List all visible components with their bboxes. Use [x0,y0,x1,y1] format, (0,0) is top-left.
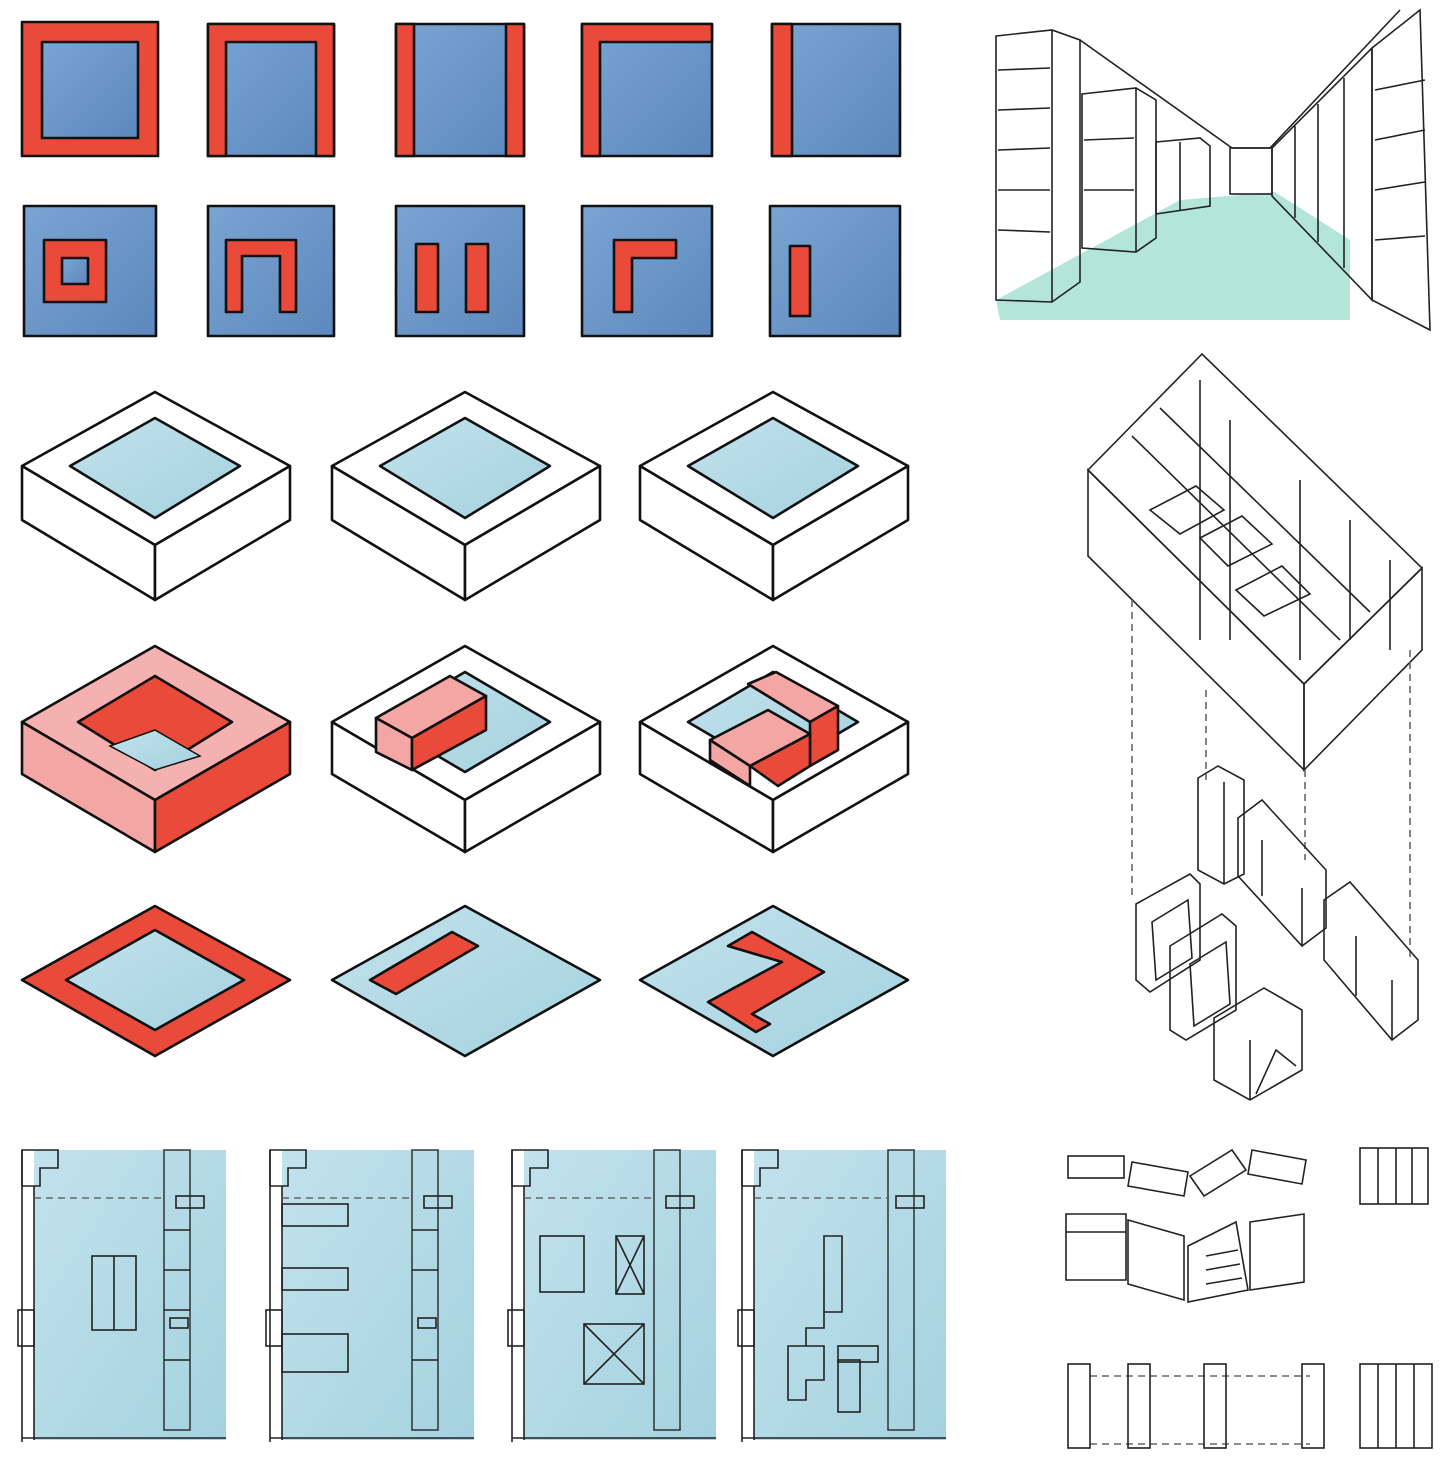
floor-plan-1 [17,1149,226,1442]
iso-box-empty-2 [330,390,602,602]
isometric-empty-boxes [20,390,910,602]
isometric-filled-boxes [20,644,910,854]
square-single-bar [770,22,902,158]
module-zigzag-elevation [1065,1213,1305,1303]
floor-plan-2 [265,1149,474,1442]
iso-box-thick-walls [20,644,292,854]
exploded-axonometric [1086,352,1424,1101]
isometric-flat-plans [20,904,910,1058]
corridor-perspective [995,8,1431,332]
module-diagrams [1065,1147,1433,1449]
floor-plan-4 [737,1149,946,1442]
cabinet-tall-a [1197,765,1245,885]
cabinet-modules-axon [1135,765,1419,1101]
cabinet-long-c [1323,880,1419,1042]
plan-squares-grid [20,20,902,338]
square-u-frame [206,22,336,158]
cabinet-long-b [1237,798,1327,948]
floor-plan-3 [507,1149,716,1442]
floor-plan-variants [17,1149,946,1442]
diamond-bar [330,904,602,1058]
square-full-frame [20,20,160,158]
iso-box-empty-3 [638,390,910,602]
diamond-l-shape [638,904,910,1058]
square-l-frame [580,22,714,158]
iso-box-with-l-block [638,644,910,854]
iso-box-empty-1 [20,390,292,602]
square-inner-u [206,204,336,338]
cabinet-open-d [1135,873,1201,993]
diamond-ring [20,904,292,1058]
room-shell-axon [1086,352,1424,772]
square-inner-bars [394,204,526,338]
iso-box-with-block [330,644,602,854]
square-inner-ring [22,204,158,338]
module-zigzag-plan [1067,1148,1307,1198]
module-grouped-bars [1359,1363,1433,1449]
cabinet-open-e [1169,913,1237,1041]
cabinet-door-f [1213,987,1303,1101]
square-inner-l [580,204,714,338]
module-spaced-bars [1067,1363,1325,1449]
module-single-plan [1359,1147,1429,1205]
square-inner-bar [768,204,902,338]
square-parallel-bars [394,22,526,158]
